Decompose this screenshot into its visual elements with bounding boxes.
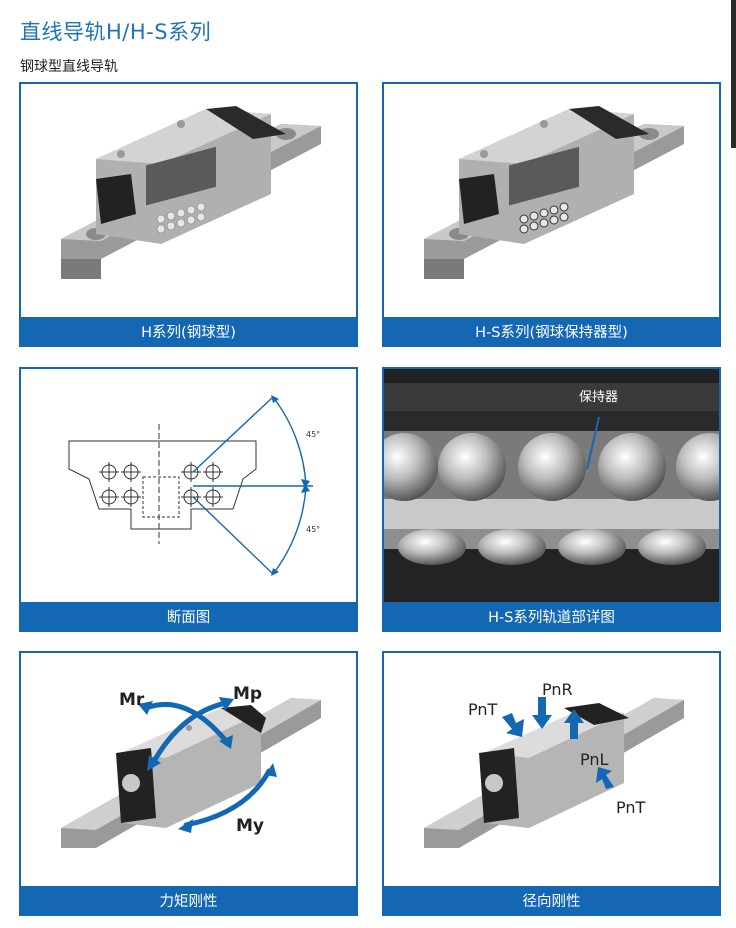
page-title: 直线导轨H/H-S系列 bbox=[20, 20, 212, 44]
panel-caption: H-S系列(钢球保持器型) bbox=[384, 317, 719, 345]
panel-rail-detail: 保持器 H-S系列轨道部详图 bbox=[382, 367, 721, 632]
panel-caption: 断面图 bbox=[21, 602, 356, 630]
pnl-label: PnL bbox=[580, 750, 609, 769]
panel-h-series: H系列(钢球型) bbox=[19, 82, 358, 347]
h-series-illustration bbox=[61, 106, 321, 279]
cage-label: 保持器 bbox=[579, 390, 618, 405]
panel-caption: H系列(钢球型) bbox=[21, 317, 356, 345]
angle-label-bottom: 45° bbox=[306, 525, 320, 534]
panel-moment-rigidity: Mr Mp My 力矩刚性 bbox=[19, 651, 358, 916]
page-subtitle: 钢球型直线导轨 bbox=[20, 59, 118, 75]
moment-rigidity-illustration: Mr Mp My bbox=[61, 684, 321, 848]
panel-hs-series: H-S系列(钢球保持器型) bbox=[382, 82, 721, 347]
pnt-bottom-label: PnT bbox=[616, 798, 646, 817]
mr-label: Mr bbox=[119, 690, 145, 710]
radial-rigidity-illustration: PnT PnR PnL PnT bbox=[424, 680, 684, 848]
pnr-label: PnR bbox=[542, 680, 573, 699]
page-edge-marker bbox=[731, 0, 736, 148]
mp-label: Mp bbox=[233, 684, 262, 704]
cross-section-drawing: 45° 45° bbox=[68, 395, 320, 576]
my-label: My bbox=[236, 816, 264, 836]
panel-caption: 径向刚性 bbox=[384, 886, 719, 914]
pnt-top-label: PnT bbox=[468, 700, 498, 719]
panel-caption: H-S系列轨道部详图 bbox=[384, 602, 719, 630]
panel-radial-rigidity: PnT PnR PnL PnT 径向刚性 bbox=[382, 651, 721, 916]
hs-series-illustration bbox=[424, 106, 684, 279]
panel-caption: 力矩刚性 bbox=[21, 886, 356, 914]
angle-label-top: 45° bbox=[306, 430, 320, 439]
panel-cross-section: 45° 45° 断面图 bbox=[19, 367, 358, 632]
rail-detail-photo: 保持器 bbox=[384, 369, 719, 602]
